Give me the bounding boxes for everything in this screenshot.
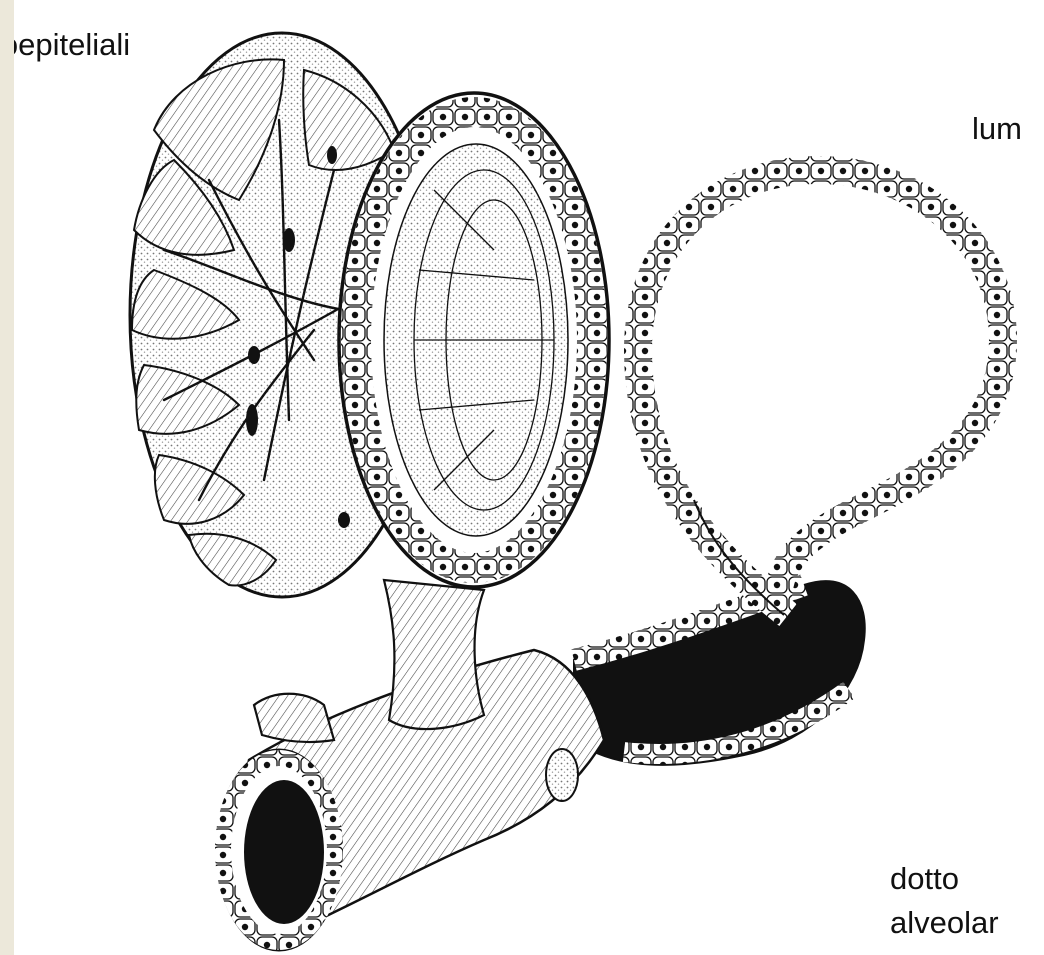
label-duct-line2: alveolar xyxy=(890,902,999,944)
alveolar-duct-dark xyxy=(574,581,865,765)
label-duct-line1: dotto xyxy=(890,858,959,900)
label-lumen: lum xyxy=(972,108,1022,150)
acinus-section xyxy=(339,93,609,587)
open-acinus xyxy=(634,170,1003,615)
acinus-illustration xyxy=(14,0,1044,955)
label-myoepithelial: ioepiteliali xyxy=(14,24,130,66)
diagram-canvas: ioepiteliali lum dotto alveolar xyxy=(14,0,1044,955)
